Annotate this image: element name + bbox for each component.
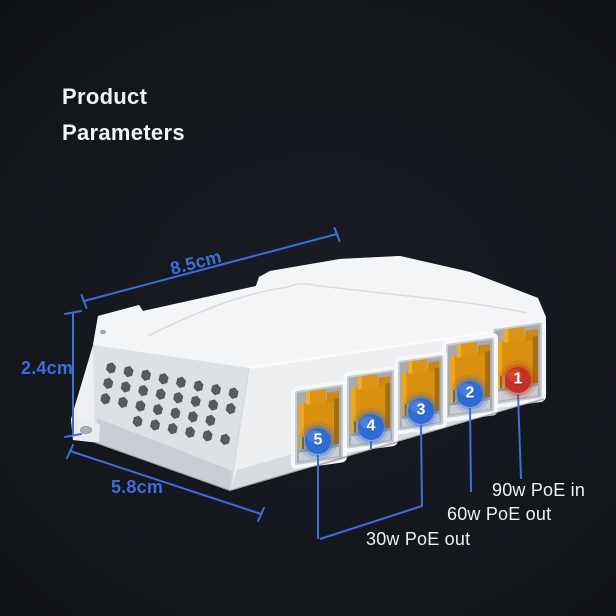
screw-hole xyxy=(80,426,92,434)
port-3-number: 3 xyxy=(416,401,426,419)
top-face-seams xyxy=(147,282,528,337)
depth-dimension-label: 5.8cm xyxy=(111,477,164,497)
port-badge-2 xyxy=(450,374,490,414)
port-2-number: 2 xyxy=(465,384,475,402)
port-1-number: 1 xyxy=(513,370,523,388)
front-left-corner xyxy=(229,367,250,492)
port-5-number: 5 xyxy=(313,431,323,449)
title-line-1: Product xyxy=(62,84,148,109)
height-dimension-label: 2.4cm xyxy=(21,358,74,378)
poe-out-30-label: 30w PoE out xyxy=(366,529,471,549)
poe-out-60-label: 60w PoE out xyxy=(447,504,552,524)
leader-port-2 xyxy=(469,407,472,493)
port-badge-3 xyxy=(401,391,441,431)
left-face-shade xyxy=(95,418,238,491)
leader-port-1 xyxy=(517,393,522,480)
port-leader-lines xyxy=(317,393,522,540)
width-dimension-line xyxy=(80,227,341,309)
poe-in-label: 90w PoE in xyxy=(492,480,586,500)
bottom-left-edge xyxy=(94,442,231,492)
depth-dimension-line xyxy=(66,444,265,522)
dimension-lines xyxy=(64,227,341,522)
leader-port-3 xyxy=(319,424,424,540)
port-badge-4 xyxy=(351,407,391,447)
port-badge-5 xyxy=(298,421,338,461)
port-number-badges xyxy=(298,360,538,461)
vent-holes xyxy=(100,362,239,446)
height-dimension-line xyxy=(64,310,82,438)
screw-hole-top xyxy=(100,329,106,335)
bottom-front-edge xyxy=(229,398,545,492)
title-line-2: Parameters xyxy=(62,120,185,145)
port-badge-1 xyxy=(498,360,538,400)
port-4-number: 4 xyxy=(366,417,376,435)
